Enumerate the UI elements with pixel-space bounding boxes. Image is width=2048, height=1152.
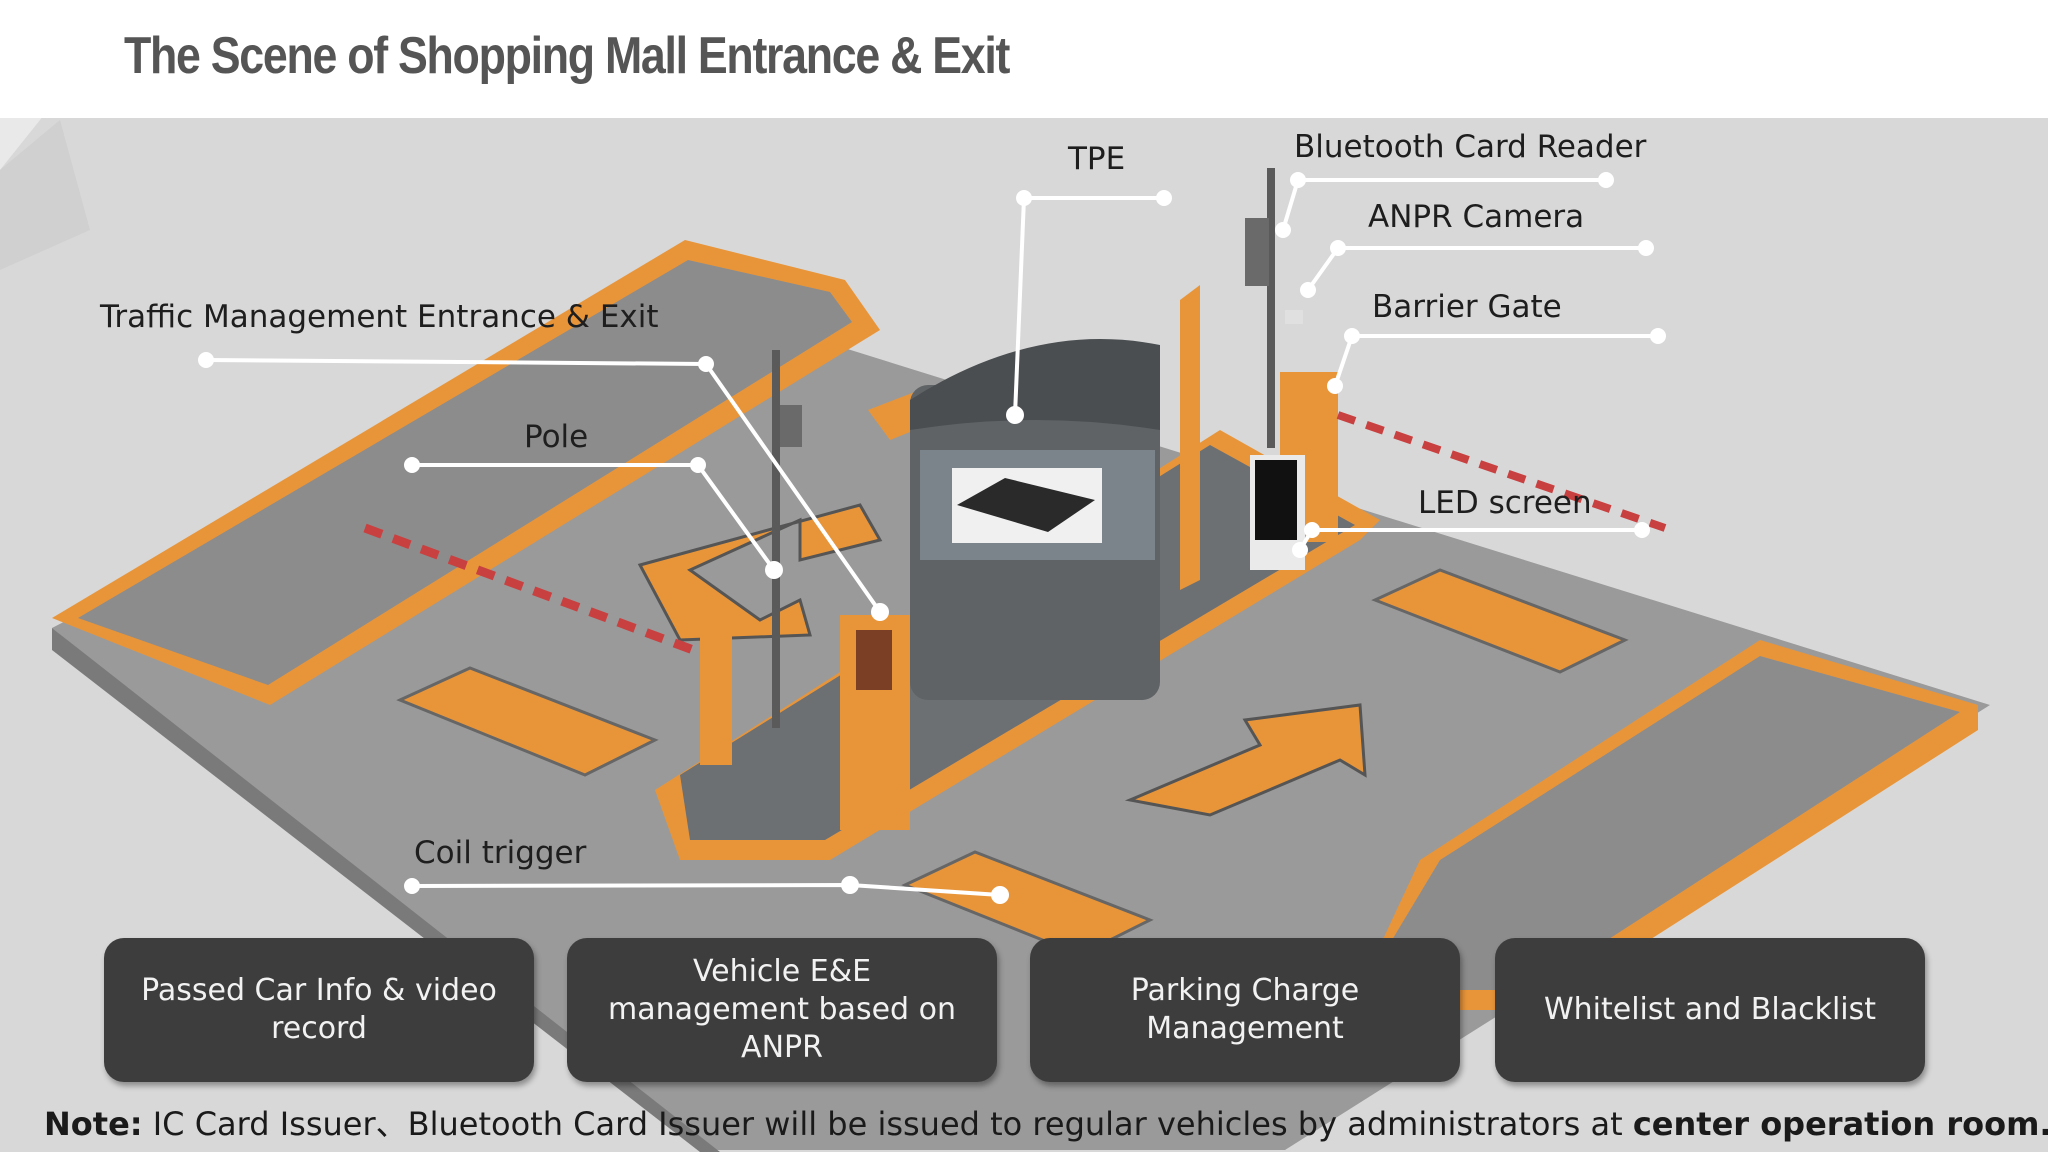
anpr-camera-icon xyxy=(1285,310,1303,324)
corner-logo-icon xyxy=(0,118,42,170)
left-island xyxy=(78,260,852,685)
callout-pole: Pole xyxy=(524,419,589,455)
feature-box-vehicle-management: Vehicle E&E management based on ANPR xyxy=(567,938,997,1082)
note-text: IC Card Issuer、Bluetooth Card Issuer wil… xyxy=(142,1105,1633,1143)
callout-lines xyxy=(198,172,1666,904)
led-screen-display xyxy=(1255,460,1297,540)
feature-box-passed-car-info: Passed Car Info & video record xyxy=(104,938,534,1082)
left-barrier-housing xyxy=(700,625,732,765)
booth-roof xyxy=(910,339,1160,430)
callout-led-screen: LED screen xyxy=(1418,485,1592,521)
right-island xyxy=(1362,656,1960,990)
scene-illustration: TPE Bluetooth Card Reader ANPR Camera Ba… xyxy=(0,118,2048,1152)
entry-arrow-icon xyxy=(637,503,883,642)
footer-note: Note: IC Card Issuer、Bluetooth Card Issu… xyxy=(44,1108,2048,1140)
left-barrier-arm xyxy=(363,523,714,662)
callout-tpe: TPE xyxy=(1068,141,1126,177)
page-title: The Scene of Shopping Mall Entrance & Ex… xyxy=(124,27,1010,85)
exit-arrow-icon xyxy=(1124,703,1367,817)
parking-scene-svg xyxy=(0,118,1990,1152)
callout-barrier-gate: Barrier Gate xyxy=(1372,289,1562,325)
road-edge xyxy=(52,628,720,1152)
callout-bluetooth-card-reader: Bluetooth Card Reader xyxy=(1294,129,1647,165)
feature-box-parking-charge: Parking Charge Management xyxy=(1030,938,1460,1082)
card-reader-icon xyxy=(1245,218,1269,286)
callout-anpr-camera: ANPR Camera xyxy=(1368,199,1585,235)
booth-post xyxy=(1180,285,1200,590)
coil-pad-2 xyxy=(901,850,1154,957)
feature-box-whitelist-blacklist: Whitelist and Blacklist xyxy=(1495,938,1925,1082)
right-pole xyxy=(1267,168,1275,448)
callout-coil-trigger: Coil trigger xyxy=(414,835,587,871)
left-pole xyxy=(772,350,780,728)
coil-pad-3 xyxy=(1371,568,1629,674)
coil-pad-1 xyxy=(396,666,659,777)
callout-traffic-management: Traffic Management Entrance & Exit xyxy=(100,299,659,335)
corner-logo-shard xyxy=(0,120,90,270)
ticket-machine-panel xyxy=(856,630,892,690)
note-emphasis: center operation room. xyxy=(1632,1105,2048,1143)
tpe-device-icon xyxy=(957,478,1095,532)
note-prefix: Note: xyxy=(44,1105,143,1143)
left-camera-icon xyxy=(780,405,802,447)
header: The Scene of Shopping Mall Entrance & Ex… xyxy=(0,0,2048,118)
